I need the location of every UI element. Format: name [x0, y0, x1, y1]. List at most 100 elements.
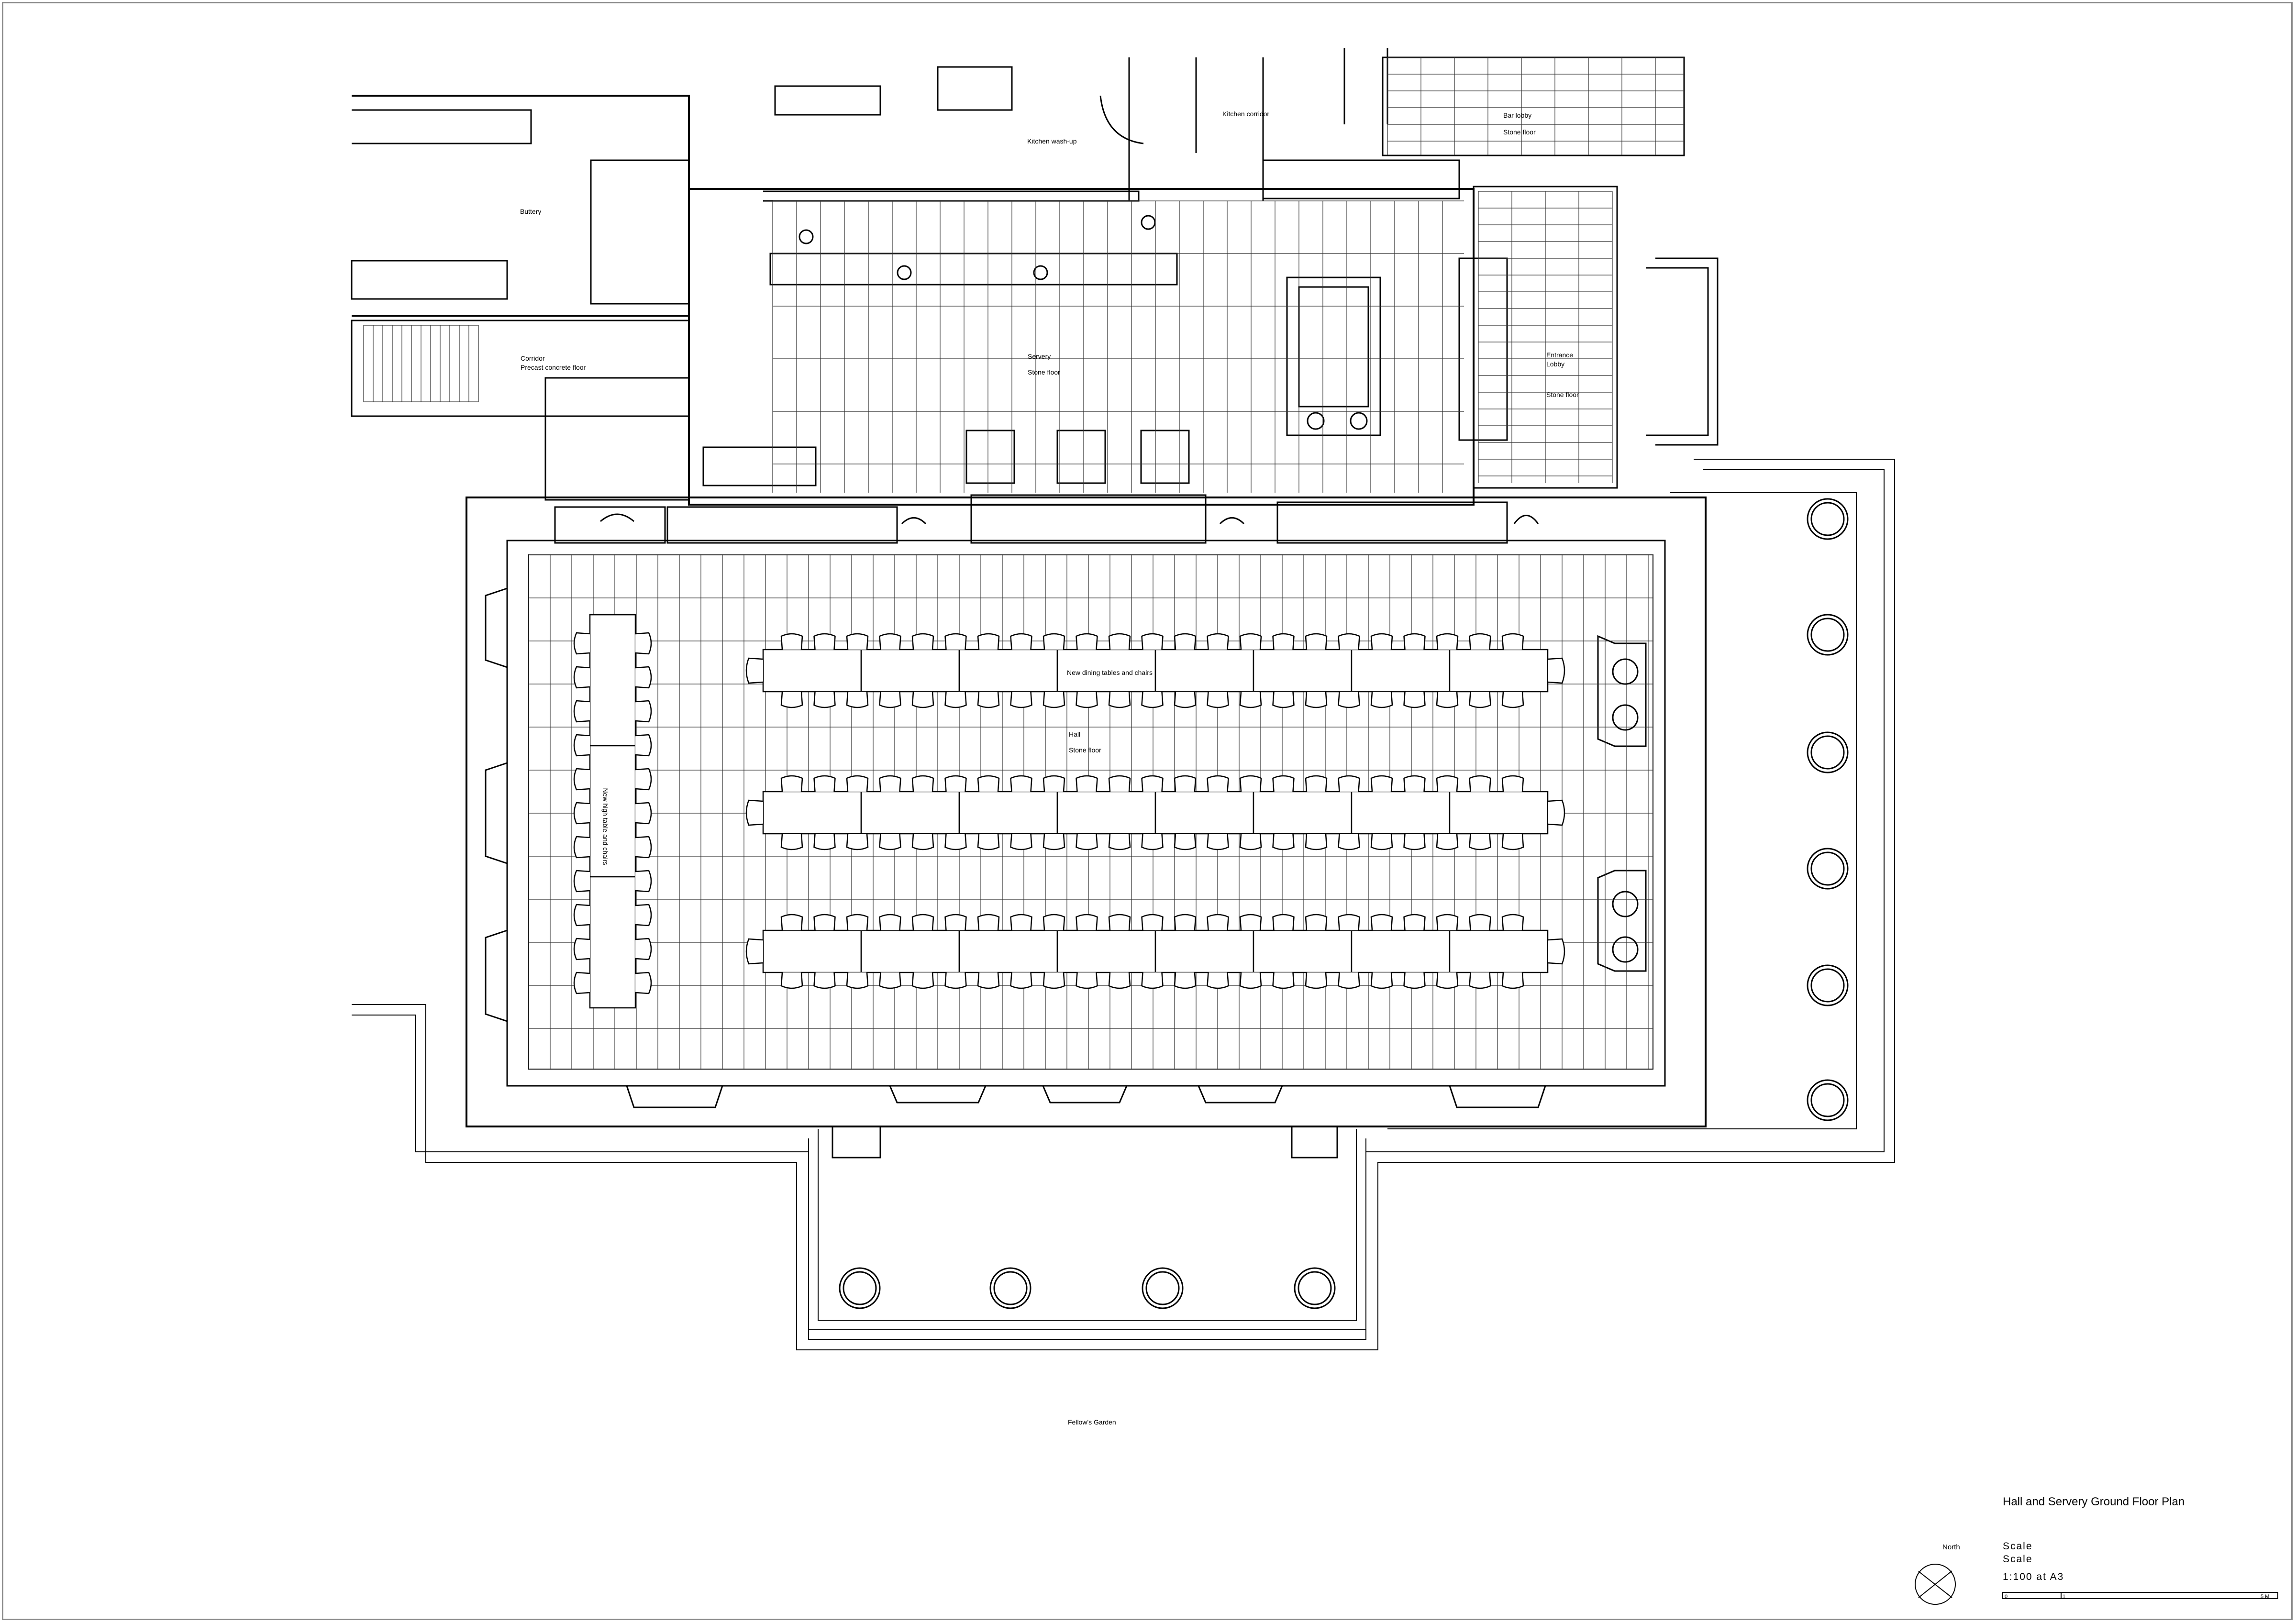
column-3: [1807, 731, 1849, 773]
label-kitchen-washup: Kitchen wash-up: [1027, 137, 1077, 145]
column-4: [1807, 848, 1849, 890]
bar-lobby-floor-grid: [1387, 57, 1684, 155]
high-table: [573, 614, 652, 1009]
servery-island: [1286, 276, 1381, 436]
hall-north-door-2: [901, 517, 927, 525]
east-bay-south: [1597, 870, 1647, 972]
servery-east-counter: [1458, 257, 1508, 441]
label-corridor-floor: Precast concrete floor: [521, 364, 586, 371]
column-5: [1807, 964, 1849, 1006]
label-hall-floor: Stone floor: [1069, 746, 1101, 754]
servery-outline: [688, 188, 1475, 506]
servery-floor-grid: [772, 200, 1464, 493]
hall-inner-wall: [506, 540, 1666, 1087]
column-8: [989, 1267, 1032, 1309]
sink-2: [1141, 215, 1156, 230]
portico-step-outer: [808, 1138, 1366, 1330]
island-ring-1: [1307, 412, 1325, 430]
column-10: [1294, 1267, 1336, 1309]
corridor-stair: [544, 377, 690, 501]
counter-ring-1: [897, 265, 912, 280]
bay-pier-2: [1612, 704, 1639, 731]
dining-table-row-2: [745, 775, 1565, 850]
corridor-floor-grid: [363, 325, 479, 402]
label-high-table: New high table and chairs: [601, 788, 610, 865]
label-entrance-floor: Stone floor: [1546, 391, 1579, 398]
dining-table-row-3: [745, 914, 1565, 989]
hall-north-door-4: [1513, 515, 1539, 524]
buttery-cupboards: [352, 109, 532, 144]
drawing-title: Hall and Servery Ground Floor Plan: [2003, 1495, 2185, 1508]
north-label: North: [1942, 1543, 1960, 1551]
buttery-outline: [352, 95, 690, 317]
bay-pier-3: [1612, 891, 1639, 917]
servery-unit-2: [1056, 430, 1106, 484]
entrance-steps: [1646, 257, 1719, 446]
scale-value: 1:100 at A3: [2003, 1571, 2064, 1582]
scale-heading-2: Scale: [2003, 1554, 2033, 1565]
servery-side-counter: [702, 446, 817, 486]
bay-pier-1: [1612, 658, 1639, 685]
column-7: [839, 1267, 881, 1309]
corridor-outline: [351, 320, 690, 417]
terrace-outline-inner: [352, 469, 1885, 1340]
bay-pier-4: [1612, 936, 1639, 963]
east-colonnade-outline: [1387, 492, 1857, 1129]
south-bay-3: [1042, 1085, 1128, 1104]
column-2: [1807, 614, 1849, 656]
buttery-store: [590, 159, 690, 305]
label-hall: Hall: [1069, 730, 1081, 738]
south-bay-4: [1198, 1085, 1283, 1104]
label-buttery: Buttery: [520, 208, 542, 215]
column-6: [1807, 1079, 1849, 1121]
sink-1: [799, 229, 814, 244]
kitchen-corridor-unit: [1262, 159, 1460, 199]
servery-unit-1: [965, 430, 1015, 484]
scale-tick-5: 5 M: [2261, 1594, 2270, 1600]
terrace-outline-outer: [352, 459, 1895, 1350]
dining-table-row-1: [745, 633, 1565, 708]
kitchen-sink-unit: [937, 66, 1013, 111]
south-buttress-east: [1291, 1126, 1338, 1159]
label-entrance: Entrance: [1546, 351, 1574, 359]
south-bay-1: [626, 1085, 723, 1108]
north-wall-seg-1: [554, 506, 666, 544]
kitchen-door-swing: [1099, 95, 1144, 144]
scale-tick-0: 0: [2005, 1594, 2008, 1600]
label-garden: Fellow's Garden: [1068, 1418, 1116, 1426]
label-corridor: Corridor: [521, 354, 545, 362]
island-ring-2: [1350, 412, 1368, 430]
north-wall-seg-2: [666, 506, 898, 544]
west-bay-1: [485, 587, 508, 668]
scale-bar: [2002, 1592, 2278, 1599]
label-kitchen-corridor: Kitchen corridor: [1222, 110, 1270, 118]
label-servery-floor: Stone floor: [1028, 368, 1060, 376]
scale-tick-1: 1: [2063, 1594, 2066, 1600]
hall-north-door-3: [1219, 517, 1245, 525]
hall-north-door-1: [600, 513, 634, 522]
south-bay-5: [1449, 1085, 1546, 1108]
bar-lobby-outline: [1382, 56, 1685, 156]
servery-unit-3: [1140, 430, 1190, 484]
south-buttress-west: [832, 1126, 881, 1159]
label-servery: Servery: [1028, 353, 1051, 360]
servery-counter-top: [769, 253, 1178, 286]
north-arrow-icon: [1915, 1564, 1956, 1605]
west-bay-2: [485, 762, 508, 864]
servery-island-inner: [1298, 286, 1369, 408]
east-bay-north: [1597, 635, 1647, 747]
entrance-floor-grid: [1478, 191, 1613, 483]
buttery-bench: [351, 260, 508, 300]
label-bar-lobby: Bar lobby: [1503, 111, 1532, 119]
south-bay-2: [889, 1085, 987, 1104]
label-dining-tables: New dining tables and chairs: [1067, 669, 1153, 676]
hall-outer-wall: [466, 497, 1707, 1127]
label-bar-lobby-floor: Stone floor: [1503, 128, 1536, 136]
column-1: [1807, 498, 1849, 540]
counter-ring-2: [1033, 265, 1048, 280]
west-bay-3: [485, 929, 508, 1022]
kitchen-north-wall: [763, 190, 1140, 202]
